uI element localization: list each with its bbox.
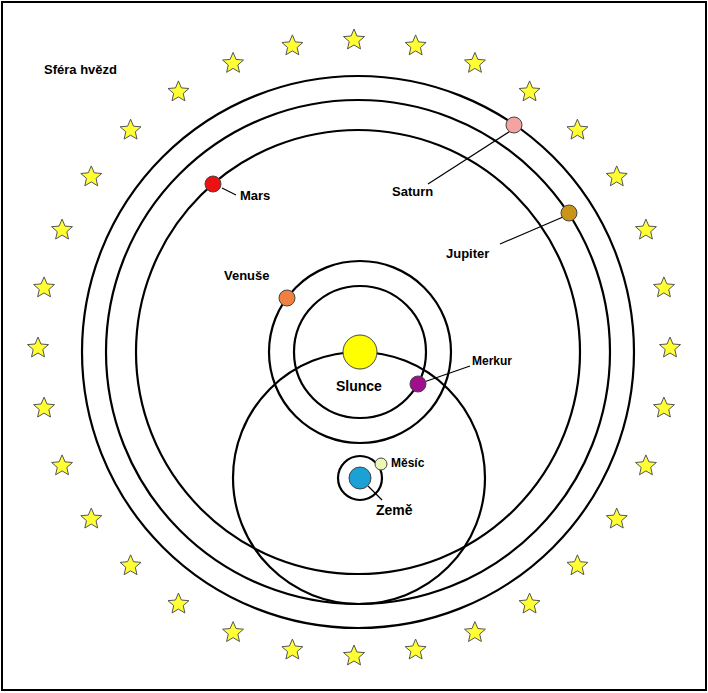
saturn <box>506 117 522 133</box>
star <box>52 219 73 239</box>
leader-line <box>500 217 563 244</box>
star <box>344 29 365 49</box>
moon-label: Měsíc <box>391 456 424 470</box>
mars-orbit <box>136 130 580 574</box>
star <box>654 397 675 417</box>
sun <box>343 335 377 369</box>
venus <box>279 290 295 306</box>
star <box>28 337 49 357</box>
star <box>282 35 303 55</box>
star <box>567 119 588 139</box>
bodies <box>205 117 577 489</box>
star <box>636 455 657 475</box>
moon <box>375 458 387 470</box>
star <box>465 622 486 642</box>
star <box>654 277 675 297</box>
mercury <box>410 376 426 392</box>
jupiter-orbit <box>106 100 610 604</box>
leader-line <box>428 130 512 184</box>
star <box>223 52 244 72</box>
leader-line <box>424 366 470 382</box>
star <box>168 81 189 101</box>
leader-line <box>368 486 382 500</box>
sun-label: Slunce <box>336 378 382 395</box>
star <box>81 508 102 528</box>
sun-orbit <box>233 352 485 604</box>
star <box>282 639 303 659</box>
mercury-orbit <box>294 286 426 418</box>
orbits <box>82 76 634 628</box>
earth <box>349 467 371 489</box>
star <box>519 593 540 613</box>
star-sphere <box>28 29 681 665</box>
sphere-label: Sféra hvězd <box>44 62 117 78</box>
leader-lines <box>222 130 563 500</box>
star <box>567 555 588 575</box>
leader-line <box>222 188 236 195</box>
star <box>405 639 426 659</box>
star <box>344 645 365 665</box>
star <box>120 119 141 139</box>
star <box>405 35 426 55</box>
star <box>606 508 627 528</box>
jupiter <box>561 205 577 221</box>
star <box>223 622 244 642</box>
planet-label: Saturn <box>392 184 433 200</box>
venus-orbit <box>269 261 451 443</box>
star <box>120 555 141 575</box>
star <box>606 166 627 186</box>
star <box>660 337 681 357</box>
star <box>465 52 486 72</box>
star <box>519 81 540 101</box>
star <box>81 166 102 186</box>
planet-label: Jupiter <box>446 246 489 262</box>
star <box>34 397 55 417</box>
star <box>34 277 55 297</box>
star <box>636 219 657 239</box>
planet-label: Mars <box>240 188 270 204</box>
star <box>52 455 73 475</box>
mars <box>205 176 221 192</box>
planet-label: Merkur <box>472 354 512 368</box>
planet-label: Venuše <box>224 268 270 284</box>
earth-label: Země <box>376 502 413 519</box>
saturn-orbit <box>82 76 634 628</box>
star <box>168 593 189 613</box>
